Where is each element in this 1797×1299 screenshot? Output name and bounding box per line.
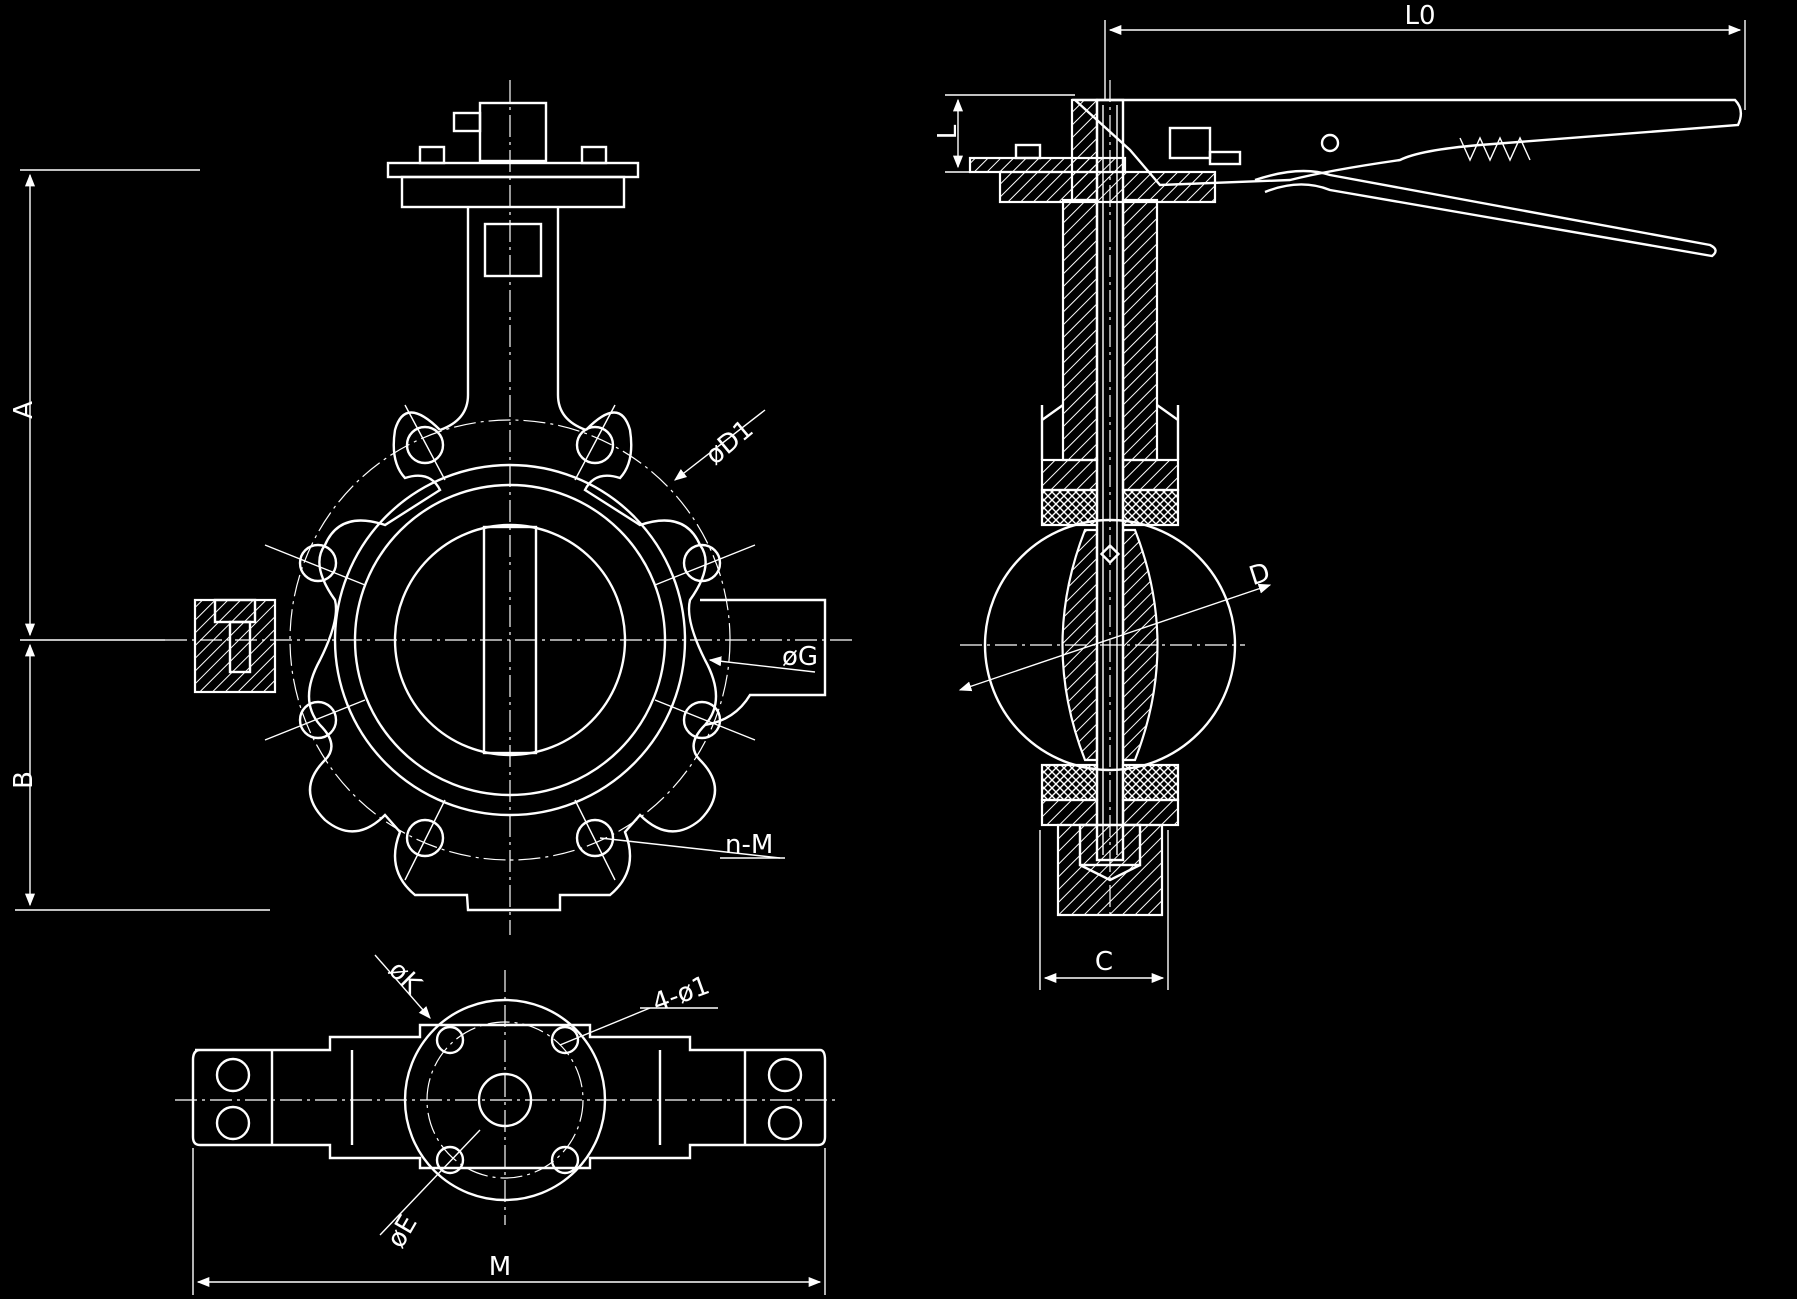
top-flange-section: [998, 170, 1217, 204]
flange-hole: [435, 1145, 465, 1175]
handle-trigger: [1254, 169, 1717, 258]
bottom-view: øK 4-ø1 øE M: [175, 954, 840, 1295]
seat-ring: [353, 483, 667, 797]
front-view: A B øD1 øG n-M: [9, 80, 855, 935]
handle-plate: [968, 156, 1127, 174]
lug-hole: [215, 1057, 251, 1093]
label-e: øE: [381, 1210, 423, 1253]
stem-hole: [477, 1072, 533, 1128]
bushing-lower-left: [1040, 798, 1099, 827]
disc-hub: [482, 525, 538, 755]
label-b: B: [9, 771, 39, 789]
bolt-hole: [682, 700, 722, 740]
body-bore-outer: [333, 463, 687, 817]
bottom-cap: [1056, 823, 1164, 917]
packing-lower-left: [1040, 763, 1099, 802]
upper-neck-left: [1070, 98, 1099, 202]
label-g: øG: [782, 642, 818, 672]
handle-spring: [1459, 136, 1531, 162]
bolt-hole: [575, 425, 615, 465]
label-l0: L0: [1404, 1, 1435, 31]
flange-circle-k: [403, 998, 607, 1202]
packing-upper-left: [1040, 488, 1099, 527]
plug-shank: [228, 620, 252, 674]
valve-neck: [439, 207, 587, 432]
side-section-view: L0 L: [933, 1, 1746, 990]
plan-outline: [191, 1023, 827, 1170]
label-4-d1: 4-ø1: [649, 971, 714, 1019]
disc-outline: [393, 523, 627, 757]
label-n-m: n-M: [725, 830, 773, 860]
bolt-hole: [298, 700, 338, 740]
bolt-circle-d1: [289, 419, 731, 861]
neck-window: [483, 222, 543, 278]
side-plug-left: [193, 598, 277, 694]
flange-hole: [550, 1025, 580, 1055]
bushing-lower-right: [1121, 798, 1180, 827]
bushing-upper-left: [1040, 458, 1099, 492]
plate-bolt: [1014, 143, 1042, 160]
flange-bolt-right: [580, 145, 608, 165]
label-l: L: [933, 124, 963, 139]
disc-section-right: [1121, 528, 1159, 762]
bolt-hole: [298, 543, 338, 583]
lug-hole: [767, 1057, 803, 1093]
lug-body-outline: [307, 411, 718, 912]
set-screw: [452, 111, 482, 133]
disc-pin: [1099, 543, 1121, 565]
neck-wall-right: [1121, 198, 1159, 462]
bolt-hole: [405, 818, 445, 858]
lug-hole: [767, 1105, 803, 1141]
label-d: D: [1246, 557, 1274, 592]
handle-pin: [1320, 133, 1340, 153]
lug-hole: [215, 1105, 251, 1141]
packing-lower-right: [1121, 763, 1180, 802]
side-boss-right: [700, 598, 827, 727]
label-k: øK: [382, 955, 427, 1000]
lock-tab: [1208, 150, 1242, 166]
bolt-hole: [575, 818, 615, 858]
flange-hole: [550, 1145, 580, 1175]
handle-lever: [1071, 98, 1743, 187]
bolt-holes: [298, 425, 722, 858]
label-d1: øD1: [700, 414, 759, 471]
neck-wall-left: [1061, 198, 1099, 462]
top-mounting-plate: [386, 161, 640, 179]
actuator-stub: [478, 101, 548, 163]
bushing-upper-right: [1121, 458, 1180, 492]
flange-bolt-left: [418, 145, 446, 165]
top-flange: [400, 175, 626, 209]
label-c: C: [1095, 947, 1113, 977]
lock-block: [1168, 126, 1212, 160]
label-m: M: [489, 1252, 511, 1282]
packing-upper-right: [1121, 488, 1180, 527]
bolt-hole: [682, 543, 722, 583]
label-a: A: [9, 401, 39, 419]
bolt-hole: [405, 425, 445, 465]
flange-hole: [435, 1025, 465, 1055]
